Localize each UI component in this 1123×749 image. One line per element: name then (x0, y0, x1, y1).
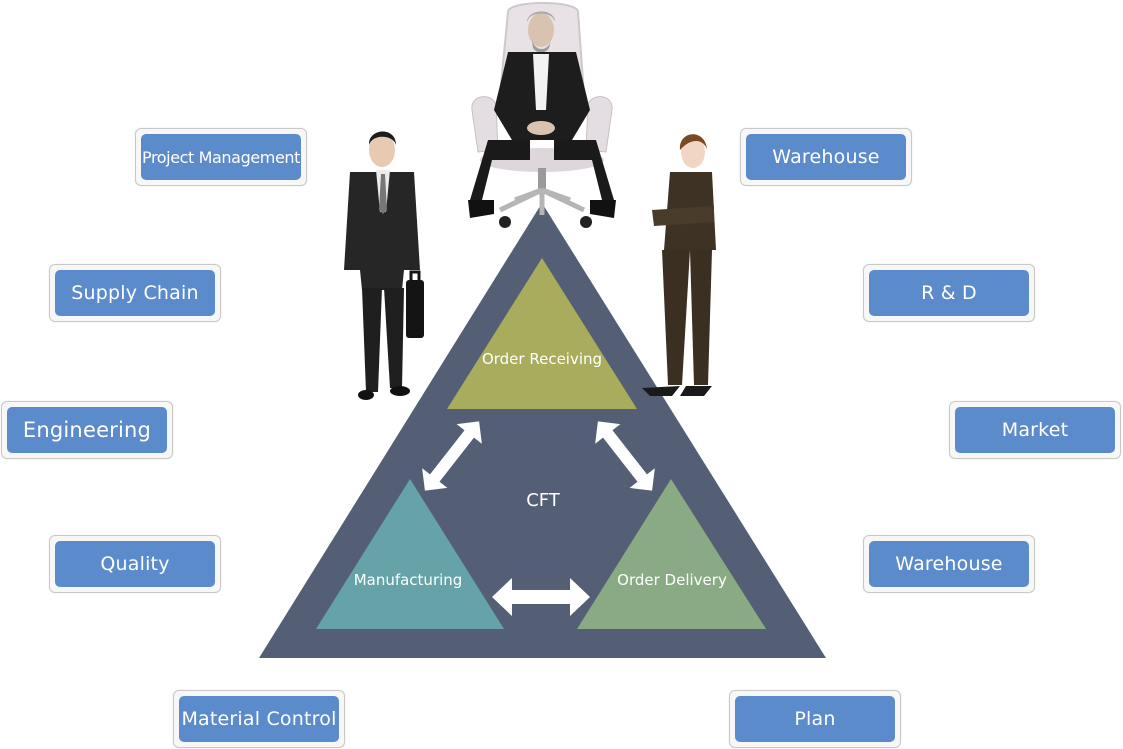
arrow-manufacturing-delivery (492, 578, 590, 616)
order-receiving-triangle (447, 258, 637, 409)
department-warehouse-top: Warehouse (740, 128, 912, 186)
businesswoman-arms-crossed-figure (642, 134, 716, 396)
department-r-and-d: R & D (863, 264, 1035, 322)
department-market: Market (949, 401, 1121, 459)
department-label: Market (955, 407, 1115, 453)
department-label: R & D (869, 270, 1029, 316)
department-label: Material Control (179, 696, 339, 742)
businessman-with-briefcase-figure (344, 131, 424, 400)
department-project-management: Project Management (135, 128, 307, 186)
department-label: Warehouse (869, 541, 1029, 587)
department-label: Plan (735, 696, 895, 742)
order-delivery-label: Order Delivery (617, 571, 727, 589)
department-quality: Quality (49, 535, 221, 593)
arrow-receiving-manufacturing (422, 421, 482, 491)
department-label: Warehouse (746, 134, 906, 180)
department-label: Engineering (7, 407, 167, 453)
department-plan: Plan (729, 690, 901, 748)
department-label: Supply Chain (55, 270, 215, 316)
arrow-receiving-delivery (595, 421, 655, 491)
department-label: Project Management (141, 134, 301, 180)
department-engineering: Engineering (1, 401, 173, 459)
order-receiving-label: Order Receiving (482, 350, 602, 368)
cft-label: CFT (526, 490, 561, 511)
order-delivery-triangle (577, 479, 766, 629)
department-warehouse-bottom: Warehouse (863, 535, 1035, 593)
manufacturing-triangle (316, 479, 504, 629)
department-material-control: Material Control (173, 690, 345, 748)
manufacturing-label: Manufacturing (354, 571, 463, 589)
department-supply-chain: Supply Chain (49, 264, 221, 322)
department-label: Quality (55, 541, 215, 587)
seated-executive-figure (468, 2, 616, 228)
